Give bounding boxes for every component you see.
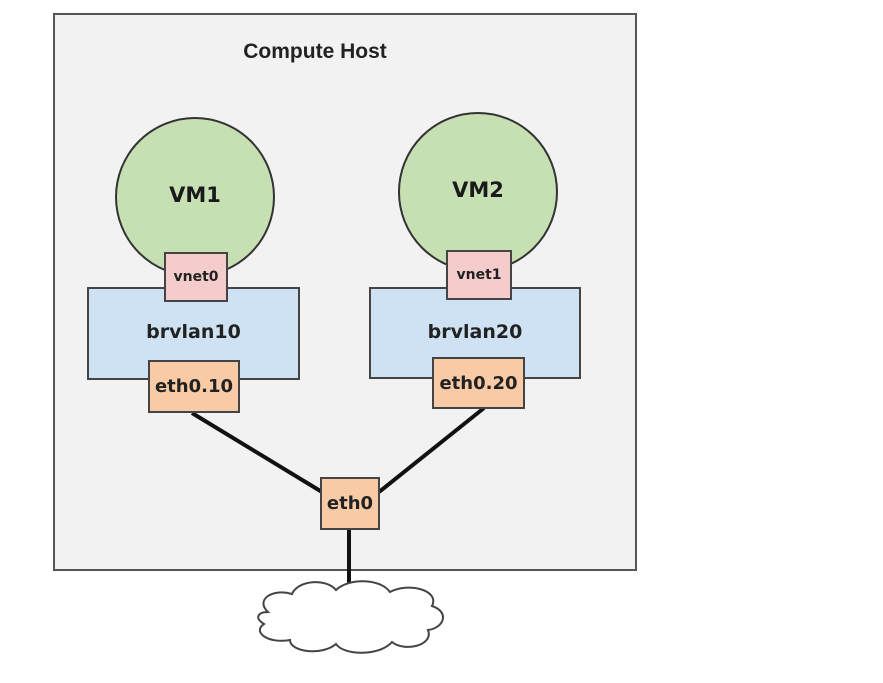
link-eth0-10-to-eth0	[190, 411, 324, 494]
vm2-label: VM2	[452, 178, 504, 202]
link-eth0-20-to-eth0	[377, 406, 486, 494]
compute-host-title: Compute Host	[243, 40, 387, 63]
vnet1-port: vnet1	[446, 250, 512, 300]
vm2-circle: VM2	[398, 112, 558, 272]
bridge-brvlan20-label: brvlan20	[427, 321, 523, 343]
vm1-circle: VM1	[115, 117, 275, 277]
cloud-icon	[257, 580, 444, 654]
vnet0-label: vnet0	[173, 269, 219, 285]
eth0-20-subinterface: eth0.20	[432, 357, 525, 409]
vnet0-port: vnet0	[164, 252, 228, 302]
vm1-label: VM1	[169, 183, 221, 207]
vnet1-label: vnet1	[456, 267, 502, 283]
eth0-10-label: eth0.10	[154, 376, 234, 397]
eth0-physical-nic: eth0	[320, 477, 380, 530]
bridge-brvlan10-label: brvlan10	[146, 321, 241, 343]
eth0-10-subinterface: eth0.10	[148, 360, 240, 413]
eth0-20-label: eth0.20	[439, 372, 518, 394]
eth0-label: eth0	[326, 493, 374, 514]
